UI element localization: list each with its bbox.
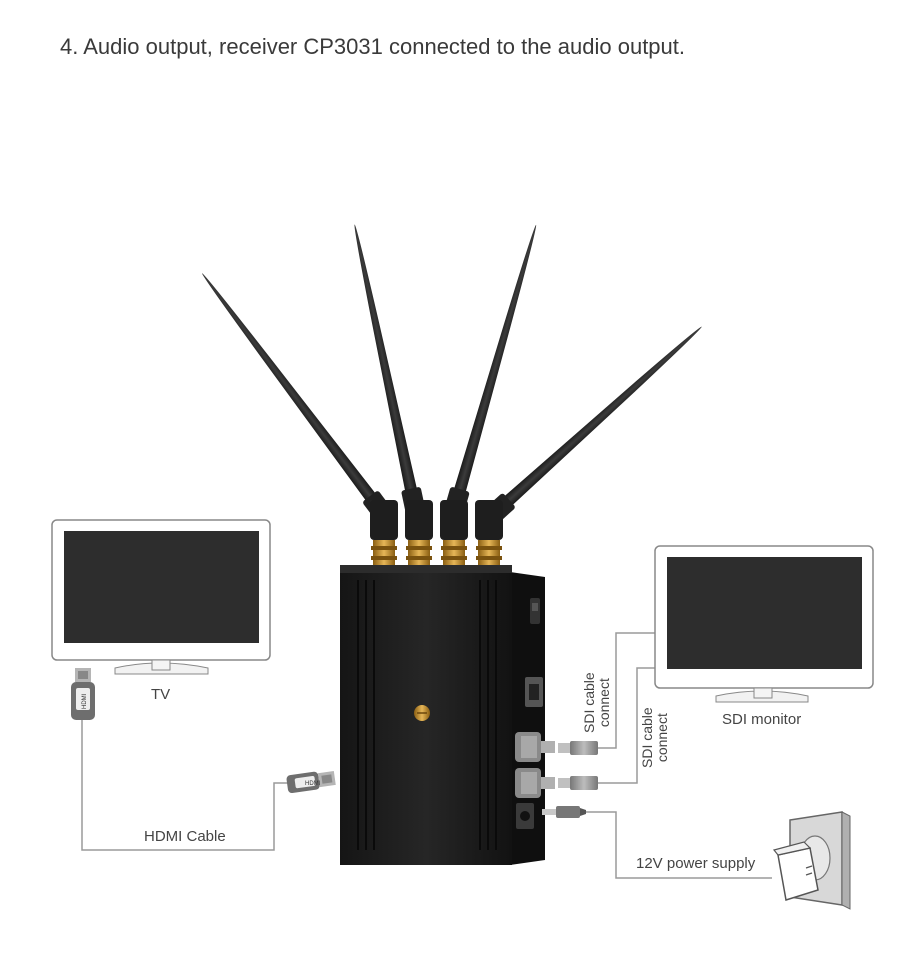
power-adapter (772, 841, 819, 901)
tv (51, 519, 271, 675)
sdi-bnc-port-2 (515, 768, 555, 798)
antennas (202, 224, 702, 526)
page-heading: 4. Audio output, receiver CP3031 connect… (60, 34, 686, 59)
receiver-device (340, 565, 555, 865)
sdi-cable-label-2-line1: SDI cable (639, 707, 655, 768)
hdmi-plug-device-text: HDMI (305, 781, 321, 787)
sdi-cable-label-1-line2: connect (596, 678, 612, 728)
sdi-cable-label-2-line2: connect (654, 713, 670, 763)
hdmi-plug-device (286, 771, 336, 794)
dc-plug (542, 806, 586, 818)
sdi-cable-label-2: SDI cable connect (639, 707, 670, 768)
sdi-plug-1 (558, 741, 598, 755)
antenna-1 (202, 273, 394, 525)
cable-lines (81, 632, 772, 879)
sdi-monitor (654, 545, 874, 703)
power-supply-label: 12V power supply (636, 855, 756, 872)
antenna-connectors (370, 500, 503, 568)
sdi-monitor-label: SDI monitor (722, 711, 802, 728)
sdi-cable-label-1-line1: SDI cable (581, 672, 597, 733)
sdi-cable-line-2 (598, 667, 660, 784)
hdmi-cable-label: HDMI Cable (144, 828, 226, 845)
sdi-cable-label-1: SDI cable connect (581, 672, 612, 733)
sdi-plug-2 (558, 776, 598, 790)
hdmi-plug-tv-text: HDMI (82, 693, 88, 709)
tv-label: TV (151, 686, 171, 703)
hdmi-cable-line (81, 718, 296, 851)
sdi-bnc-port-1 (515, 732, 555, 762)
hdmi-plug-tv (71, 668, 95, 720)
sdi-cable-line-1 (598, 632, 660, 749)
antenna-4 (482, 326, 702, 526)
power-cable-line (584, 811, 772, 879)
